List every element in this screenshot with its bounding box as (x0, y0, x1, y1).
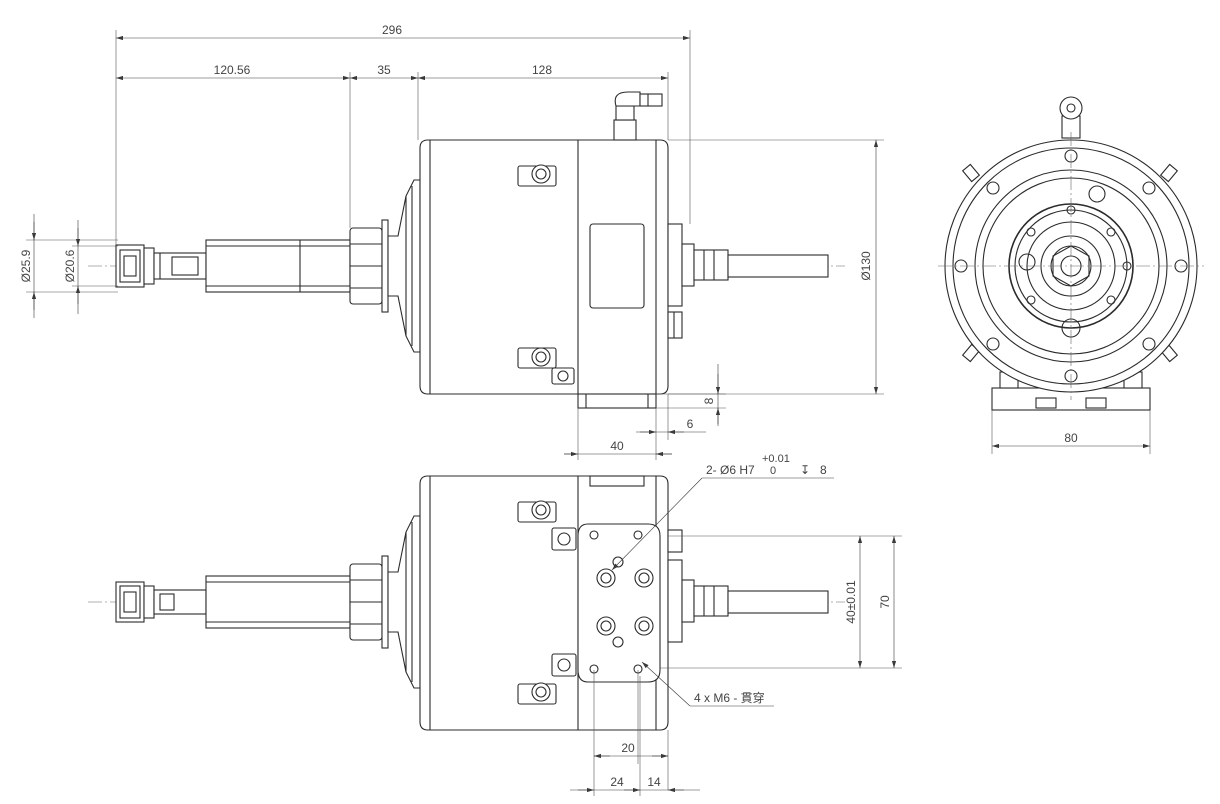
dim-collet-inner-dia: Ø20.6 (63, 249, 77, 282)
dim-flange-length: 35 (377, 63, 391, 77)
dim-plate-offset-a: 24 (610, 775, 624, 789)
dim-overall-length: 296 (382, 23, 402, 37)
dim-mount-plate-height: 70 (878, 595, 892, 609)
air-fitting-elbow (613, 91, 663, 141)
top-view: 2- Ø6 H7 +0.01 0 ↧ 8 4 x M6 - 貫穿 40±0.01… (88, 453, 902, 796)
dim-end-view-width: 80 (1064, 431, 1078, 445)
dim-body-dia: Ø130 (859, 251, 873, 281)
bolt-holes (954, 149, 1188, 383)
dim-shaft-length: 120.56 (214, 63, 251, 77)
dim-base-height: 8 (702, 397, 716, 404)
side-view: 296 120.56 35 128 Ø25.9 Ø20.6 Ø130 (19, 23, 884, 460)
callout-depth-value: 8 (820, 463, 827, 477)
pulley-flange (387, 179, 421, 353)
callout-depth-symbol: ↧ (800, 463, 810, 477)
dim-body-length: 128 (532, 63, 552, 77)
collet (115, 244, 207, 288)
dim-collet-outer-dia: Ø25.9 (19, 249, 33, 282)
callout-tolerance-lower: 0 (770, 465, 776, 477)
callout-thread-holes: 4 x M6 - 貫穿 (694, 690, 765, 705)
dim-mount-hole-spacing: 40±0.01 (844, 580, 858, 624)
callout-dowel-holes: 2- Ø6 H7 (706, 463, 755, 477)
mounting-plate (577, 523, 661, 683)
callout-tolerance-upper: +0.01 (762, 453, 790, 465)
rear-connector (667, 223, 829, 339)
end-view: 80 (938, 96, 1204, 454)
dim-base-width: 40 (610, 439, 624, 453)
dim-plate-offset-b: 14 (647, 775, 661, 789)
motor-body (419, 139, 669, 409)
spindle-shaft (205, 239, 351, 293)
hex-nut (349, 219, 389, 313)
dim-base-offset: 6 (687, 417, 694, 431)
dim-hole-spacing-horizontal: 20 (621, 741, 635, 755)
